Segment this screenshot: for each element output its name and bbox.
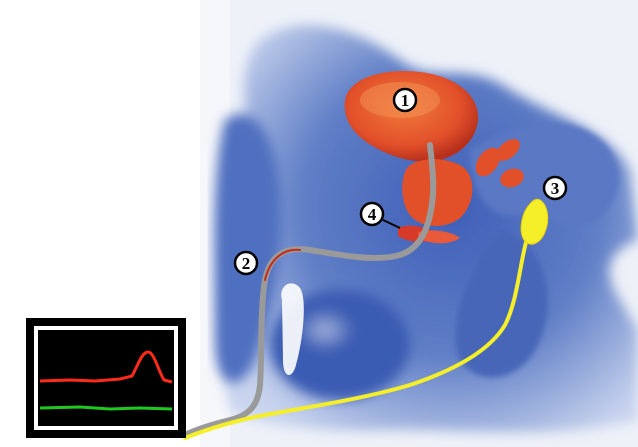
marker-2: 2 [235,252,257,274]
baseline-trace [40,407,172,409]
pressure-monitor-icon [26,318,186,438]
marker-4-label: 4 [368,205,377,224]
prostate [402,159,472,226]
monitor-screen [38,330,174,426]
marker-2-label: 2 [242,254,251,273]
marker-1-label: 1 [401,91,410,110]
marker-3: 3 [544,177,566,199]
marker-3-label: 3 [551,179,560,198]
marker-1: 1 [394,89,416,111]
